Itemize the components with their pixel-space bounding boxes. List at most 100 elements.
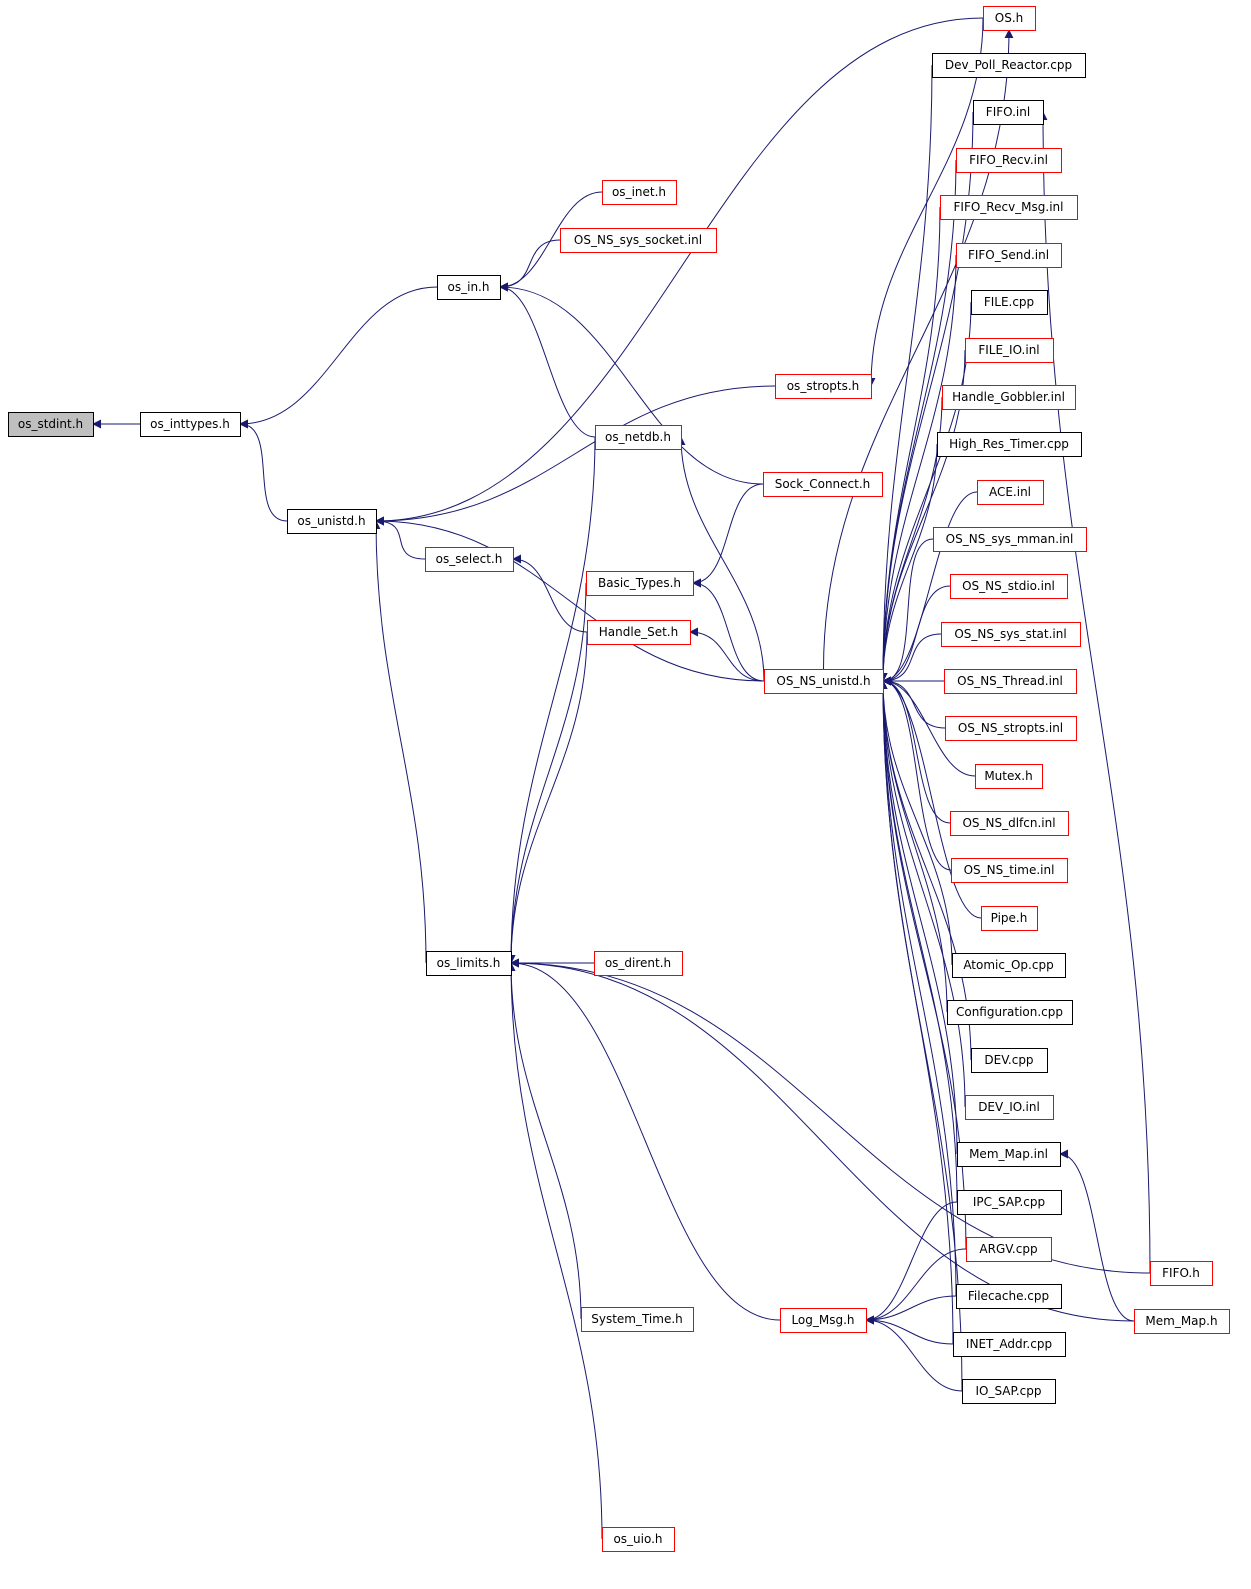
node-mutex-h[interactable]: Mutex.h: [975, 764, 1043, 789]
node-argv-cpp[interactable]: ARGV.cpp: [966, 1237, 1052, 1262]
edge-os-select-h-to-os-unistd-h: [375, 516, 426, 560]
node-fifo-recv-inl[interactable]: FIFO_Recv.inl: [956, 148, 1062, 173]
node-system-time-h[interactable]: System_Time.h: [581, 1307, 694, 1332]
node-fifo-h[interactable]: FIFO.h: [1150, 1261, 1213, 1286]
node-label: OS_NS_time.inl: [964, 863, 1055, 877]
node-high-res-timer-cpp[interactable]: High_Res_Timer.cpp: [937, 432, 1082, 457]
node-box: [932, 53, 1086, 78]
node-ace-inl[interactable]: ACE.inl: [977, 480, 1044, 505]
node-filecache-cpp[interactable]: Filecache.cpp: [956, 1284, 1062, 1309]
node-handle-gobbler-inl[interactable]: Handle_Gobbler.inl: [942, 385, 1076, 410]
node-os-ns-sys-mman-inl[interactable]: OS_NS_sys_mman.inl: [933, 527, 1087, 552]
node-label: ACE.inl: [989, 485, 1031, 499]
node-dev-poll-reactor-cpp[interactable]: Dev_Poll_Reactor.cpp: [932, 53, 1086, 78]
node-label: OS_NS_sys_socket.inl: [574, 233, 702, 247]
node-label: ARGV.cpp: [979, 1242, 1037, 1256]
node-mem-map-h[interactable]: Mem_Map.h: [1134, 1309, 1230, 1334]
node-os-h[interactable]: OS.h: [983, 6, 1036, 31]
node-box: [956, 148, 1062, 173]
edge-pipe-h-to-os-ns-unistd-h: [882, 676, 982, 919]
node-dev-io-inl[interactable]: DEV_IO.inl: [965, 1095, 1054, 1120]
node-atomic-op-cpp[interactable]: Atomic_Op.cpp: [952, 953, 1066, 978]
edge-os-ns-unistd-h-to-os-unistd-h: [375, 516, 765, 682]
node-sock-connect-h[interactable]: Sock_Connect.h: [763, 472, 883, 497]
node-fifo-inl[interactable]: FIFO.inl: [973, 100, 1044, 125]
node-dev-cpp[interactable]: DEV.cpp: [971, 1048, 1048, 1073]
node-os-ns-stropts-inl[interactable]: OS_NS_stropts.inl: [945, 716, 1077, 741]
node-ipc-sap-cpp[interactable]: IPC_SAP.cpp: [957, 1190, 1062, 1215]
node-file-io-inl[interactable]: FILE_IO.inl: [965, 338, 1054, 363]
edge-mem-map-inl-to-os-ns-unistd-h: [878, 680, 958, 1155]
node-box: [981, 906, 1038, 931]
edge-filecache-cpp-to-log-msg-h: [865, 1295, 957, 1325]
node-mem-map-inl[interactable]: Mem_Map.inl: [957, 1142, 1061, 1167]
node-basic-types-h[interactable]: Basic_Types.h: [586, 571, 694, 596]
edge-system-time-h-to-os-limits-h: [506, 962, 582, 1320]
node-os-unistd-h[interactable]: os_unistd.h: [287, 509, 377, 534]
node-label: FILE.cpp: [984, 295, 1034, 309]
node-os-uio-h[interactable]: os_uio.h: [602, 1527, 675, 1552]
node-label: Filecache.cpp: [968, 1289, 1049, 1303]
node-configuration-cpp[interactable]: Configuration.cpp: [947, 1000, 1073, 1025]
edge-os-ns-unistd-h-to-os-h: [823, 29, 1014, 670]
node-label: IO_SAP.cpp: [975, 1384, 1041, 1398]
node-os-stropts-h[interactable]: os_stropts.h: [775, 374, 872, 399]
node-os-ns-sys-socket-inl[interactable]: OS_NS_sys_socket.inl: [560, 228, 717, 253]
node-box: [956, 243, 1062, 268]
node-label: os_uio.h: [613, 1532, 662, 1546]
node-io-sap-cpp[interactable]: IO_SAP.cpp: [962, 1379, 1056, 1404]
node-os-ns-time-inl[interactable]: OS_NS_time.inl: [951, 858, 1068, 883]
node-box: [587, 620, 691, 645]
edge-os-h-to-os-unistd-h: [375, 17, 984, 526]
node-box: [594, 951, 683, 976]
node-inet-addr-cpp[interactable]: INET_Addr.cpp: [953, 1332, 1066, 1357]
edge-fifo-send-inl-to-os-ns-unistd-h: [878, 254, 957, 682]
edge-mem-map-h-to-mem-map-inl: [1059, 1149, 1135, 1322]
edge-filecache-cpp-to-os-ns-unistd-h: [878, 680, 957, 1297]
node-pipe-h[interactable]: Pipe.h: [981, 906, 1038, 931]
node-os-in-h[interactable]: os_in.h: [437, 275, 501, 300]
node-os-ns-sys-stat-inl[interactable]: OS_NS_sys_stat.inl: [941, 622, 1081, 647]
node-box: [950, 811, 1069, 836]
node-label: OS_NS_dlfcn.inl: [962, 816, 1055, 830]
node-os-ns-unistd-h[interactable]: OS_NS_unistd.h: [764, 669, 884, 694]
node-box: [586, 571, 694, 596]
node-label: os_limits.h: [437, 956, 501, 970]
node-box: [937, 432, 1082, 457]
node-label: Log_Msg.h: [791, 1313, 854, 1327]
node-fifo-send-inl[interactable]: FIFO_Send.inl: [956, 243, 1062, 268]
edge-os-ns-unistd-h-to-handle-set-h: [689, 627, 765, 682]
node-box: [775, 374, 872, 399]
node-os-ns-thread-inl[interactable]: OS_NS_Thread.inl: [944, 669, 1077, 694]
node-box: [966, 1237, 1052, 1262]
edge-high-res-timer-cpp-to-os-ns-unistd-h: [878, 443, 938, 682]
edge-os-netdb-h-to-os-limits-h: [506, 436, 596, 964]
node-box: [140, 412, 241, 437]
node-box: [965, 1095, 1054, 1120]
node-box: [975, 764, 1043, 789]
node-label: FIFO_Recv.inl: [969, 153, 1048, 167]
node-fifo-recv-msg-inl[interactable]: FIFO_Recv_Msg.inl: [940, 195, 1078, 220]
node-os-limits-h[interactable]: os_limits.h: [426, 951, 512, 976]
node-box: [977, 480, 1044, 505]
node-log-msg-h[interactable]: Log_Msg.h: [780, 1308, 867, 1333]
node-file-cpp[interactable]: FILE.cpp: [971, 290, 1048, 315]
node-box: [947, 1000, 1073, 1025]
node-os-ns-stdio-inl[interactable]: OS_NS_stdio.inl: [950, 574, 1068, 599]
node-label: os_in.h: [448, 280, 490, 294]
edge-io-sap-cpp-to-log-msg-h: [865, 1315, 963, 1392]
node-os-select-h[interactable]: os_select.h: [425, 547, 514, 572]
node-os-inttypes-h[interactable]: os_inttypes.h: [140, 412, 241, 437]
node-os-inet-h[interactable]: os_inet.h: [602, 180, 677, 205]
node-box: [957, 1190, 1062, 1215]
node-os-ns-dlfcn-inl[interactable]: OS_NS_dlfcn.inl: [950, 811, 1069, 836]
node-os-netdb-h[interactable]: os_netdb.h: [595, 425, 682, 450]
node-label: Sock_Connect.h: [775, 477, 871, 491]
node-os-dirent-h[interactable]: os_dirent.h: [594, 951, 683, 976]
edge-handle-set-h-to-os-limits-h: [506, 631, 588, 964]
node-box: [956, 1284, 1062, 1309]
node-handle-set-h[interactable]: Handle_Set.h: [587, 620, 691, 645]
node-box: [940, 195, 1078, 220]
node-label: Pipe.h: [991, 911, 1028, 925]
